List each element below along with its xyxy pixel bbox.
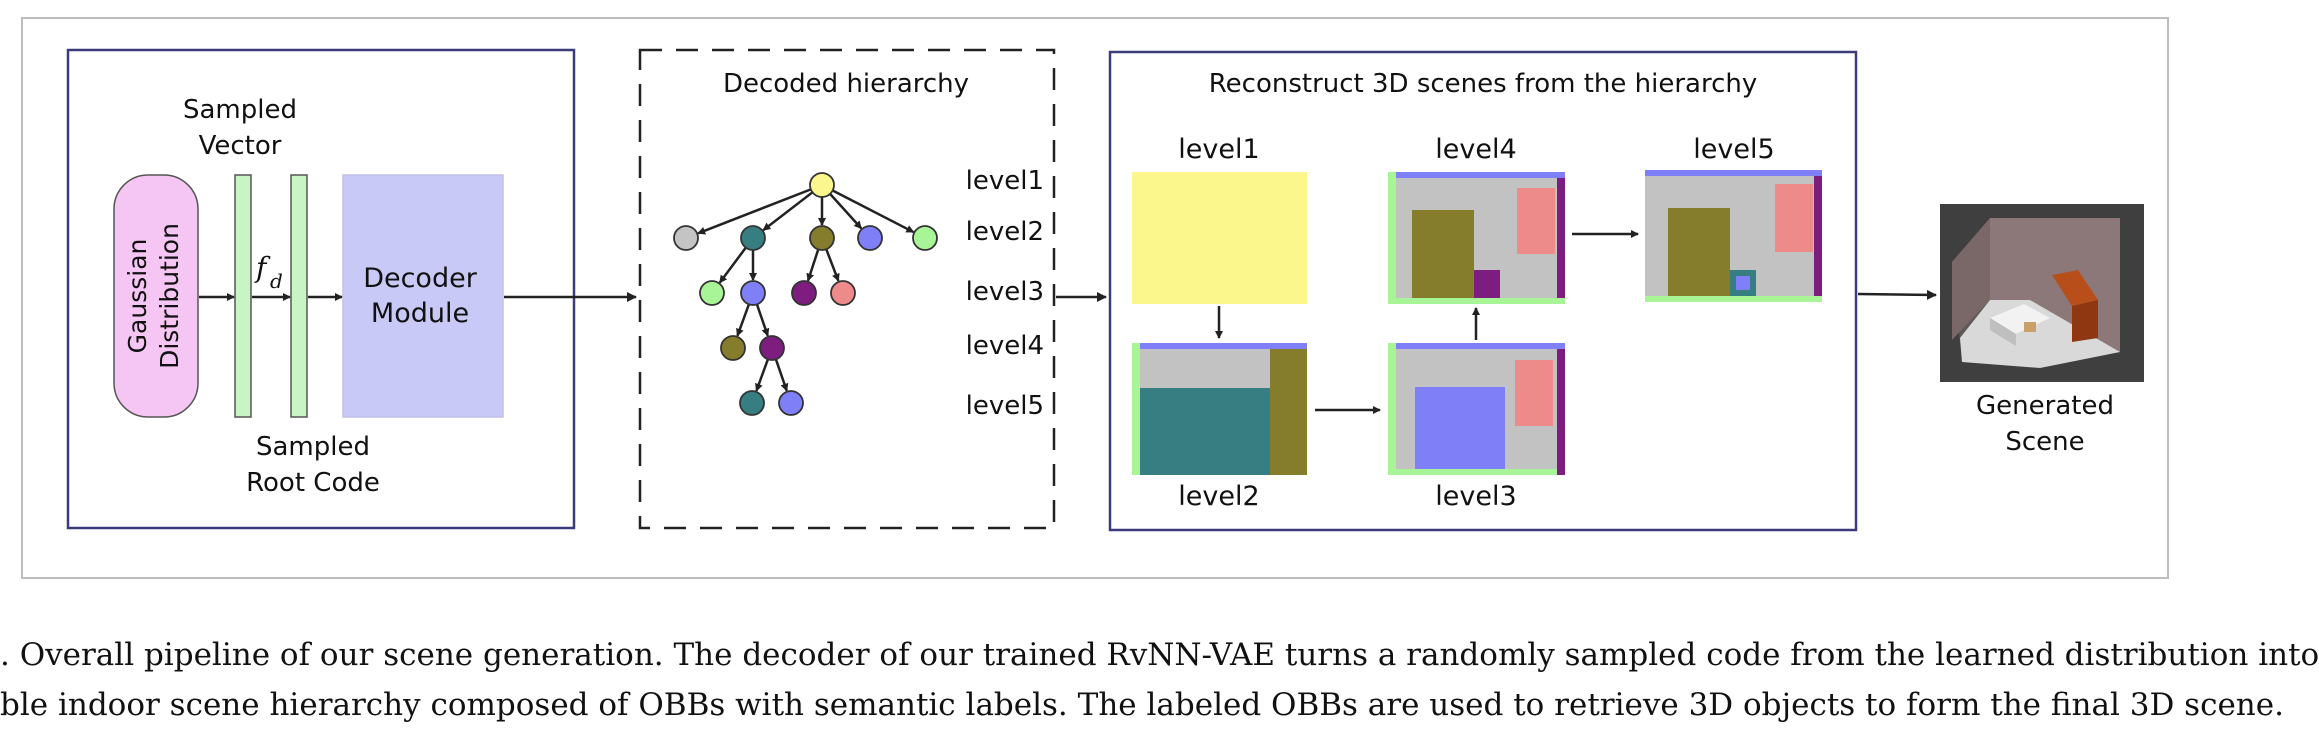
gaussian-label-line1: Gaussian — [123, 239, 152, 354]
tree-node — [740, 225, 766, 251]
hierarchy-title: Decoded hierarchy — [723, 69, 969, 99]
hierarchy-panel — [638, 48, 1056, 530]
pipeline-figure: Sampled Vector Gaussian Distribution f d… — [21, 17, 2169, 579]
tree-node — [830, 280, 856, 306]
figure-frame — [21, 17, 2169, 579]
gaussian-distribution-box — [113, 174, 199, 418]
level3-room — [1388, 343, 1565, 475]
sampling-panel — [66, 48, 576, 530]
tree-node — [739, 390, 765, 416]
tree-edge — [718, 246, 747, 284]
reconstruct-level1-label: level1 — [1178, 134, 1259, 165]
sampled-vector-label-line2: Vector — [199, 131, 282, 161]
gaussian-label-line2: Distribution — [155, 223, 184, 369]
reconstruct-panel — [1108, 50, 1858, 532]
tree-edge — [806, 249, 820, 282]
hierarchy-tree — [673, 172, 938, 416]
reconstruct-level4-label: level4 — [1435, 134, 1516, 165]
hierarchy-level4-label: level4 — [966, 331, 1044, 361]
reconstruct-level3-label: level3 — [1435, 481, 1516, 512]
decoder-label-line1: Decoder — [363, 263, 478, 294]
level2-room — [1132, 343, 1307, 475]
level1-room — [1132, 172, 1307, 304]
tree-edge — [774, 358, 789, 392]
tree-node — [759, 335, 785, 361]
tree-root-node — [809, 172, 835, 198]
hierarchy-level3-label: level3 — [966, 277, 1044, 307]
fd-symbol: f — [254, 251, 271, 284]
figure-caption-line2: ble indoor scene hierarchy composed of O… — [0, 687, 2284, 723]
tree-node — [673, 225, 699, 251]
tree-node — [699, 280, 725, 306]
sampled-vector-bar — [234, 174, 252, 418]
fd-subscript: d — [270, 269, 283, 293]
reconstruct-level2-label: level2 — [1178, 481, 1259, 512]
level5-room — [1645, 170, 1822, 302]
figure-caption-line1: . Overall pipeline of our scene generati… — [0, 637, 2319, 673]
tree-edge — [697, 188, 812, 235]
hierarchy-level5-label: level5 — [966, 391, 1044, 421]
tree-node — [778, 390, 804, 416]
tree-edge — [832, 189, 915, 234]
tree-edge — [736, 303, 751, 337]
generated-label-line1: Generated — [1976, 391, 2114, 421]
tree-edge — [762, 191, 814, 232]
sampled-root-code-label-line2: Root Code — [246, 468, 380, 498]
tree-edge — [755, 358, 770, 392]
tree-node — [857, 225, 883, 251]
tree-node — [912, 225, 938, 251]
tree-edge — [829, 193, 863, 230]
reconstruct-title: Reconstruct 3D scenes from the hierarchy — [1209, 69, 1758, 99]
arrow-reconstruct-to-generated — [1857, 289, 1937, 300]
tree-edge — [825, 248, 840, 282]
decoder-label-line2: Module — [371, 298, 469, 329]
sampled-root-code-bar — [290, 174, 308, 418]
sampled-root-code-label-line1: Sampled — [256, 432, 370, 462]
reconstruct-level5-label: level5 — [1693, 134, 1774, 165]
tree-node — [791, 280, 817, 306]
generated-label-line2: Scene — [2005, 427, 2084, 457]
tree-node — [740, 280, 766, 306]
tree-node — [809, 225, 835, 251]
sampled-vector-label-line1: Sampled — [183, 95, 297, 125]
decoder-module-box — [342, 174, 504, 418]
tree-node — [720, 335, 746, 361]
hierarchy-level2-label: level2 — [966, 217, 1044, 247]
generated-scene-render — [1940, 204, 2144, 382]
tree-edge — [755, 303, 770, 337]
level4-room — [1388, 172, 1565, 304]
hierarchy-level1-label: level1 — [966, 166, 1044, 196]
